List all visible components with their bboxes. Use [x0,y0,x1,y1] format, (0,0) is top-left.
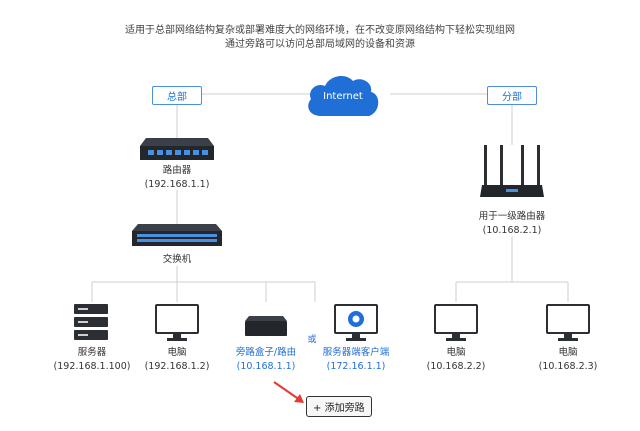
router-device [140,138,214,164]
branch-tag: 分部 [487,86,537,105]
cloud-label: Internet [323,91,363,102]
add-bypass-button[interactable]: + 添加旁路 [306,396,372,417]
add-bypass-label: 添加旁路 [324,403,365,414]
monitor-icon [546,304,590,341]
internet-cloud: Internet [303,72,383,120]
bypass-device [245,316,287,338]
router-icon [140,138,214,160]
bypass-ip: (10.168.1.1) [236,361,296,372]
pc3-name: 电脑 [558,347,578,358]
pc3-ip: (10.168.2.3) [538,361,598,372]
server-icon [74,304,108,340]
header-line-2: 通过旁路可以访问总部局域网的设备和资源 [225,39,415,50]
header-line-1: 适用于总部网络结构复杂或部署难度大的网络环境，在不改变原网络结构下轻松实现组网 [125,25,515,36]
pc1-device [155,304,199,342]
bypass-name: 旁路盒子/路由 [235,347,297,358]
client-ip: (172.16.1.1) [326,361,386,372]
client-device [334,304,378,342]
branch-router-device [480,145,544,201]
pc2-ip: (10.168.2.2) [426,361,486,372]
server-device [74,304,108,340]
box-icon [245,316,287,336]
branch-router-ip: (10.168.2.1) [482,225,542,236]
client-name: 服务器端客户端 [322,347,390,358]
cloud-icon [308,75,379,116]
hq-tag: 总部 [152,86,202,105]
switch-name: 交换机 [162,254,192,265]
switch-icon [132,224,222,246]
pc2-name: 电脑 [446,347,466,358]
server-name: 服务器 [77,347,107,358]
plus-icon: + [313,403,322,414]
pc3-device [546,304,590,342]
router-name: 路由器 [162,165,192,176]
branch-router-name: 用于一级路由器 [478,211,546,222]
switch-device [132,224,222,248]
client-monitor-icon [334,304,378,341]
pc2-device [434,304,478,342]
pc1-name: 电脑 [167,347,187,358]
red-arrow-icon [273,381,304,403]
wifi-router-icon [480,145,544,197]
monitor-icon [434,304,478,341]
server-ip: (192.168.1.100) [53,361,131,372]
router-ip: (192.168.1.1) [144,179,210,190]
pc1-ip: (192.168.1.2) [144,361,210,372]
monitor-icon [155,304,199,341]
or-label: 或 [307,335,317,345]
